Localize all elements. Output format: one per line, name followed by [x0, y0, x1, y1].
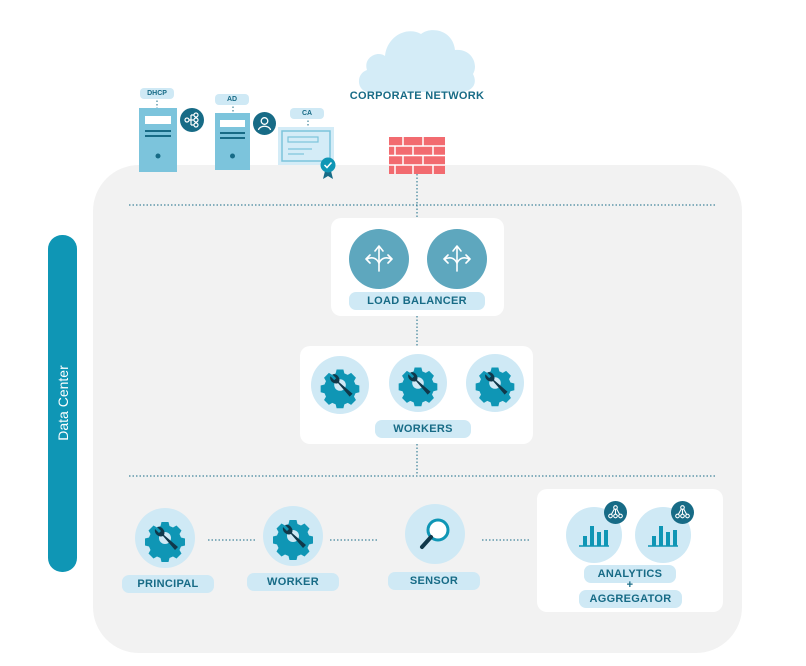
- worker-gear-icon: [311, 356, 369, 414]
- principal-label: PRINCIPAL: [122, 575, 214, 593]
- aggregator-icon: [604, 501, 627, 524]
- load-balancer-label: LOAD BALANCER: [349, 292, 485, 310]
- analytics-label: ANALYTICS: [584, 565, 676, 583]
- ad-label: AD: [215, 94, 249, 105]
- dhcp-label: DHCP: [140, 88, 174, 99]
- principal-gear-icon: [135, 508, 195, 568]
- cloud-icon: [358, 30, 475, 93]
- data-center-bar: [48, 235, 77, 572]
- user-icon: [253, 112, 276, 135]
- worker-label: WORKER: [247, 573, 339, 591]
- load-balancer-icon: [427, 229, 487, 289]
- load-balancer-icon: [349, 229, 409, 289]
- corporate-network-label: CORPORATE NETWORK: [349, 90, 485, 102]
- dhcp-server-icon: [139, 108, 177, 172]
- aggregator-icon: [671, 501, 694, 524]
- worker-gear-icon: [263, 506, 323, 566]
- ca-label: CA: [290, 108, 324, 119]
- certificate-icon: [278, 127, 336, 179]
- sensor-magnifier-icon: [405, 504, 465, 564]
- firewall-icon: [389, 137, 445, 174]
- workers-label: WORKERS: [375, 420, 471, 438]
- worker-gear-icon: [389, 354, 447, 412]
- sensor-label: SENSOR: [388, 572, 480, 590]
- ad-server-icon: [215, 113, 250, 170]
- worker-gear-icon: [466, 354, 524, 412]
- plus-label: +: [626, 579, 634, 591]
- network-hierarchy-icon: [180, 108, 204, 132]
- aggregator-label: AGGREGATOR: [579, 590, 682, 608]
